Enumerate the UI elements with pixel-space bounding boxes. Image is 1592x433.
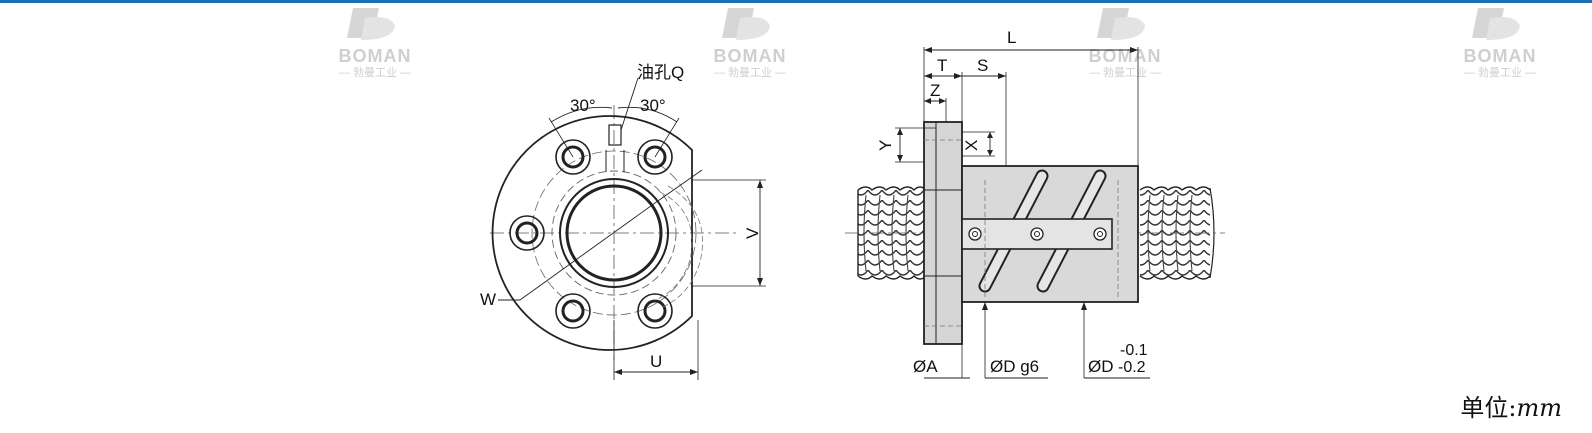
svg-text:BOMAN: BOMAN bbox=[714, 46, 787, 66]
label-v: V bbox=[743, 227, 762, 239]
label-tol-upper: -0.1 bbox=[1120, 342, 1148, 359]
bolt-hole-left bbox=[509, 215, 545, 251]
label-angle-left: 30° bbox=[570, 96, 596, 115]
bore-outer bbox=[559, 178, 669, 288]
unit-value: mm bbox=[1516, 394, 1562, 422]
side-view-labels: L T S Z Y X ØA ØD g6 ØD -0.1 -0.2 bbox=[876, 28, 1148, 376]
flange-outline bbox=[491, 115, 693, 351]
label-s: S bbox=[977, 56, 988, 75]
svg-text:BOMAN: BOMAN bbox=[1464, 46, 1537, 66]
bolt-hole-bottom-right bbox=[637, 293, 673, 329]
label-dia-d-g6: ØD g6 bbox=[990, 357, 1039, 376]
watermark-logo-2: BOMAN — 勃曼工业 — bbox=[714, 8, 787, 79]
clamp-screw-2 bbox=[1030, 227, 1044, 241]
svg-text:— 勃曼工业 —: — 勃曼工业 — bbox=[1464, 66, 1536, 79]
nut-body-outer bbox=[551, 170, 677, 296]
oil-hole bbox=[608, 124, 622, 146]
watermark-logo-4: BOMAN — 勃曼工业 — bbox=[1464, 8, 1537, 79]
label-dia-a: ØA bbox=[913, 357, 938, 376]
unit-prefix: 单位: bbox=[1460, 394, 1517, 422]
svg-text:BOMAN: BOMAN bbox=[339, 46, 412, 66]
label-dia-d: ØD bbox=[1088, 357, 1114, 376]
label-u: U bbox=[650, 352, 662, 371]
label-angle-right: 30° bbox=[640, 96, 666, 115]
label-t: T bbox=[937, 56, 947, 75]
bolt-hole-top-right bbox=[637, 139, 673, 175]
flange-side bbox=[923, 121, 963, 345]
front-view bbox=[490, 77, 766, 380]
label-y: Y bbox=[876, 140, 895, 151]
bolt-hole-bottom-left bbox=[555, 293, 591, 329]
label-z: Z bbox=[930, 81, 940, 100]
clamp-screw-1 bbox=[968, 227, 982, 241]
front-view-labels: 油孔Q 30° 30° W V U bbox=[480, 63, 762, 371]
label-l: L bbox=[1007, 28, 1016, 47]
watermark-logo-1: BOMAN — 勃曼工业 — bbox=[339, 8, 412, 79]
svg-text:BOMAN: BOMAN bbox=[1089, 46, 1162, 66]
svg-text:— 勃曼工业 —: — 勃曼工业 — bbox=[339, 66, 411, 79]
clamp-screw-3 bbox=[1093, 227, 1107, 241]
bolt-hole-top-left bbox=[555, 139, 591, 175]
label-x: X bbox=[962, 140, 981, 151]
watermark-logo-3: BOMAN — 勃曼工业 — bbox=[1089, 8, 1162, 79]
side-view bbox=[845, 47, 1225, 379]
top-accent-line bbox=[0, 0, 1592, 3]
svg-text:— 勃曼工业 —: — 勃曼工业 — bbox=[1089, 66, 1161, 79]
label-w: W bbox=[480, 290, 496, 309]
bore-inner bbox=[565, 184, 663, 282]
unit-label: 单位:mm bbox=[1460, 388, 1562, 423]
label-tol-lower: -0.2 bbox=[1118, 359, 1146, 376]
label-oil-hole: 油孔Q bbox=[637, 63, 684, 82]
svg-text:— 勃曼工业 —: — 勃曼工业 — bbox=[714, 66, 786, 79]
